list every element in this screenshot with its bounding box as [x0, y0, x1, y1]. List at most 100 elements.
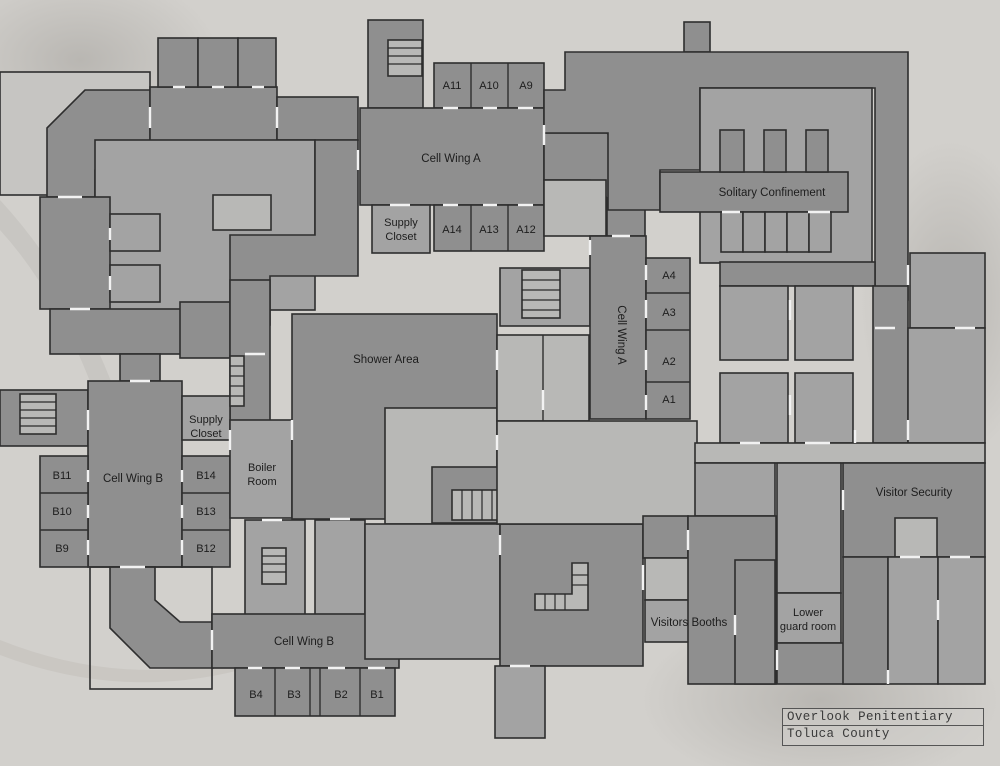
- corridor-east-middle: [719, 261, 876, 287]
- cell-block-a-side: [645, 257, 691, 420]
- label-cell-wing-a-top: Cell Wing A: [421, 153, 481, 165]
- room-east-3: [719, 372, 789, 444]
- lower-guard-room: [776, 592, 842, 644]
- room-south-east-4: [887, 556, 939, 685]
- room-visitor-hall-inner: [734, 559, 776, 685]
- cell-label: B14: [196, 470, 216, 482]
- label-cell-wing-b-left: Cell Wing B: [103, 473, 163, 485]
- label-lower-guard-1: Lower: [793, 607, 823, 619]
- cell-label: B1: [370, 689, 383, 701]
- room-east-2: [794, 285, 854, 361]
- room-north-east-small: [543, 179, 607, 237]
- label-supply-closet-a-1: Supply: [384, 217, 418, 229]
- supply-closet-a: [371, 204, 431, 254]
- cell-label: A9: [519, 80, 532, 92]
- label-boiler-room-1: Boiler: [248, 462, 276, 474]
- room-north-tower: [683, 21, 711, 53]
- room-far-east: [909, 252, 986, 329]
- stair-north: [387, 39, 423, 77]
- room-south-east-5: [937, 556, 986, 685]
- room-junction: [179, 301, 231, 359]
- solitary-cell: [764, 211, 788, 253]
- room-west: [39, 196, 111, 310]
- room-north-cell: [197, 37, 239, 88]
- room-far-east-2: [907, 327, 986, 444]
- room-central-south: [364, 523, 501, 660]
- label-solitary-confinement: Solitary Confinement: [719, 187, 827, 199]
- paper-crease: [0, 640, 300, 683]
- room-south-east-3: [842, 556, 889, 685]
- boiler-room: [229, 419, 293, 519]
- solitary-cell: [720, 211, 744, 253]
- map-title: Overlook Penitentiary: [783, 709, 983, 726]
- cell-labels: A11 A10 A9 A14 A13 A12 A4 A3 A2 A1 B11 B…: [52, 80, 676, 701]
- cell-label: A2: [662, 356, 675, 368]
- cell-label: B11: [53, 470, 72, 482]
- room-east-4: [794, 372, 854, 444]
- doorways: [58, 85, 975, 684]
- cell-label: A4: [662, 270, 675, 282]
- solitary-cell: [805, 129, 829, 173]
- cell-label: A14: [442, 224, 462, 236]
- cell-block-a-bottom: [433, 204, 545, 252]
- cell-dividers: [40, 63, 690, 716]
- room-north-cell: [157, 37, 199, 88]
- cell-label: A10: [479, 80, 499, 92]
- label-supply-closet-a-2: Closet: [385, 231, 416, 243]
- stair-east: [521, 269, 561, 319]
- solitary-cell: [786, 211, 810, 253]
- label-shower-area: Shower Area: [353, 354, 419, 366]
- solitary-cell: [808, 211, 832, 253]
- label-visitors-booths: Visitors Booths: [651, 617, 728, 629]
- label-supply-closet-b-2: Closet: [190, 428, 221, 440]
- corridor-north: [276, 96, 359, 141]
- label-boiler-room-2: Room: [247, 476, 276, 488]
- stair-south: [261, 547, 287, 585]
- cell-label: B4: [249, 689, 262, 701]
- cell-label: A12: [516, 224, 536, 236]
- label-cell-wing-a-side: Cell Wing A: [615, 305, 627, 365]
- label-lower-guard-2: guard room: [780, 621, 836, 633]
- room-west-closet: [109, 213, 161, 252]
- room-south-east-1: [694, 462, 776, 517]
- cell-label: A3: [662, 307, 675, 319]
- room-south-hall: [314, 519, 366, 616]
- room-link: [119, 353, 161, 382]
- cell-label: B10: [52, 506, 72, 518]
- room-security-booth: [894, 517, 938, 558]
- corridor-east-inner: [872, 285, 909, 444]
- stairwell-west-inner: [229, 355, 245, 407]
- cell-label: A13: [479, 224, 499, 236]
- label-visitor-security: Visitor Security: [876, 487, 953, 499]
- room-east-1: [719, 285, 789, 361]
- room-south-exit: [494, 665, 546, 739]
- cell-label: B13: [196, 506, 216, 518]
- room-hall-east: [496, 420, 698, 525]
- room-west-closet: [109, 264, 161, 303]
- cell-label: A1: [662, 394, 675, 406]
- label-cell-wing-b-bottom: Cell Wing B: [274, 636, 334, 648]
- map-legend: Overlook Penitentiary Toluca County: [782, 708, 984, 746]
- room-north-cell: [237, 37, 277, 88]
- room-small-office: [212, 194, 272, 231]
- cell-block-b-bottom: [234, 667, 396, 717]
- cell-label: B3: [287, 689, 300, 701]
- solitary-cell: [719, 129, 745, 173]
- solitary-confinement: [659, 171, 849, 213]
- supply-closet-b: [181, 395, 231, 441]
- stairwell-west: [19, 393, 57, 435]
- corridor-east-south: [694, 442, 986, 464]
- cell-label: A11: [443, 80, 462, 92]
- label-supply-closet-b-1: Supply: [189, 414, 223, 426]
- stair-court: [534, 562, 589, 611]
- room-south-east-2: [776, 462, 842, 594]
- solitary-cell: [742, 211, 766, 253]
- room-visitor-entry: [642, 515, 689, 559]
- map-subtitle: Toluca County: [787, 727, 890, 741]
- cell-label: B9: [55, 543, 68, 555]
- cell-label: B2: [334, 689, 347, 701]
- solitary-cell: [763, 129, 787, 173]
- cell-label: B12: [196, 543, 216, 555]
